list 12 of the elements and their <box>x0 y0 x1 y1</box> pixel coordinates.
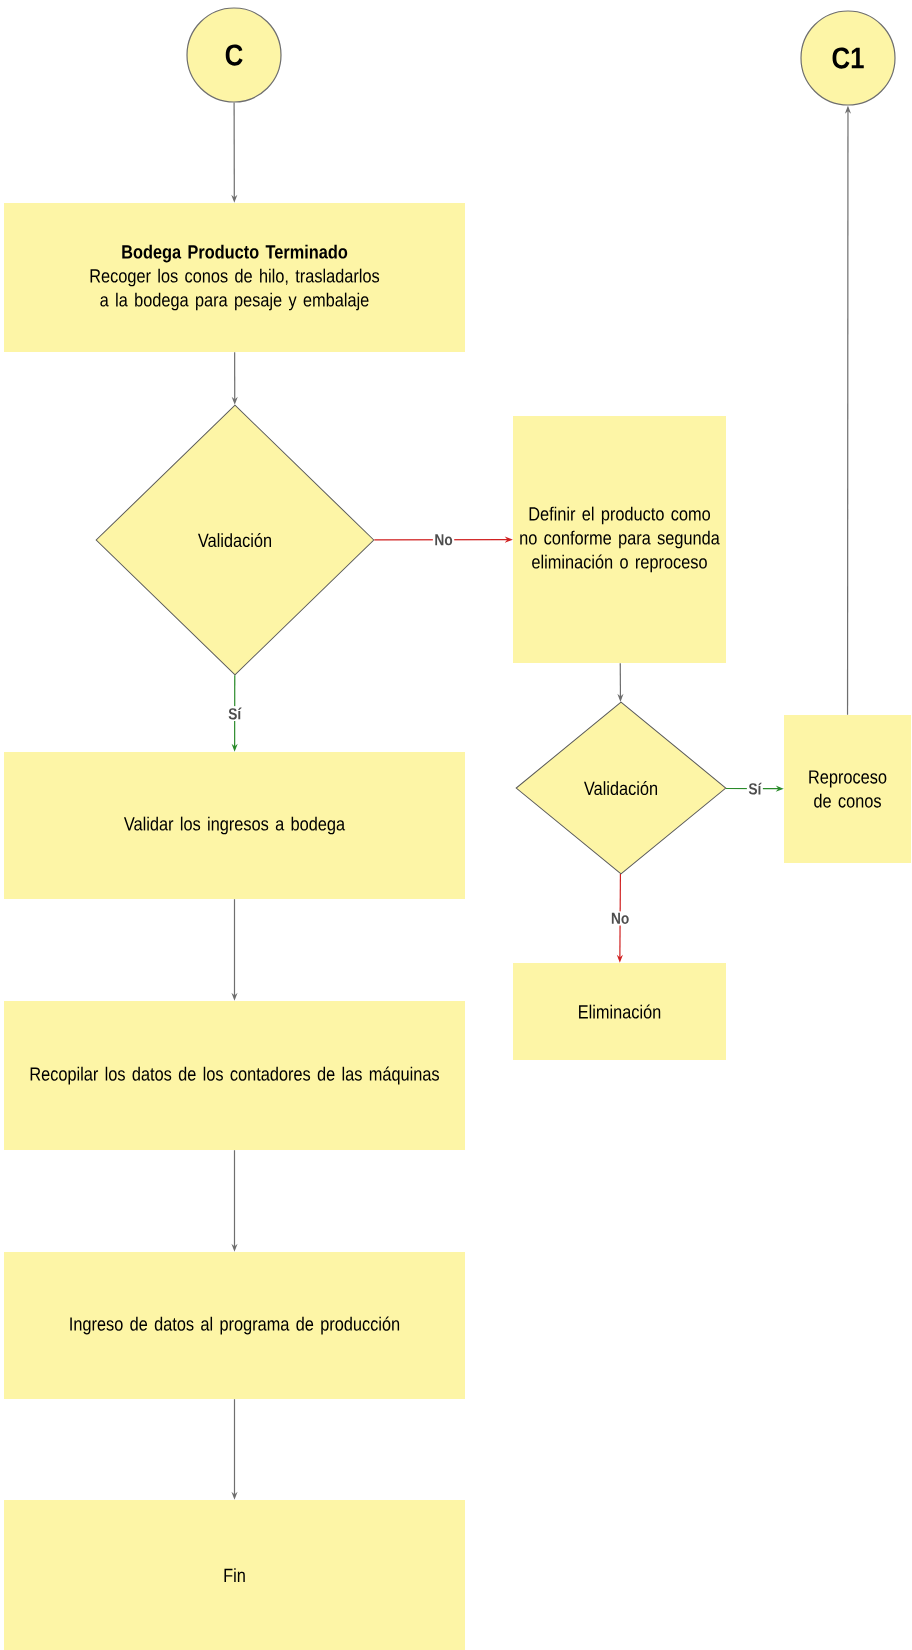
process-box: Recopilar los datos de los contadores de las máquinas <box>4 1001 465 1150</box>
edge-label: No <box>609 911 631 926</box>
edge-label: Sí <box>226 706 243 721</box>
process-box: Validar los ingresos a bodega <box>4 752 465 899</box>
edge-label: No <box>432 532 455 547</box>
process-box: Definir el producto como no conforme para segunda eliminación o reproceso <box>513 416 726 663</box>
process-box: Ingreso de datos al programa de producción <box>4 1252 465 1399</box>
process-box: Eliminación <box>513 963 726 1060</box>
process-box: Bodega Producto Terminado Recoger los conos de hilo, trasladarlos a la bodega para pesaje y embalaje <box>4 203 465 352</box>
edge-label: Sí <box>746 781 763 797</box>
process-box: Fin <box>4 1500 465 1650</box>
process-box: Reproceso de conos <box>784 715 911 863</box>
